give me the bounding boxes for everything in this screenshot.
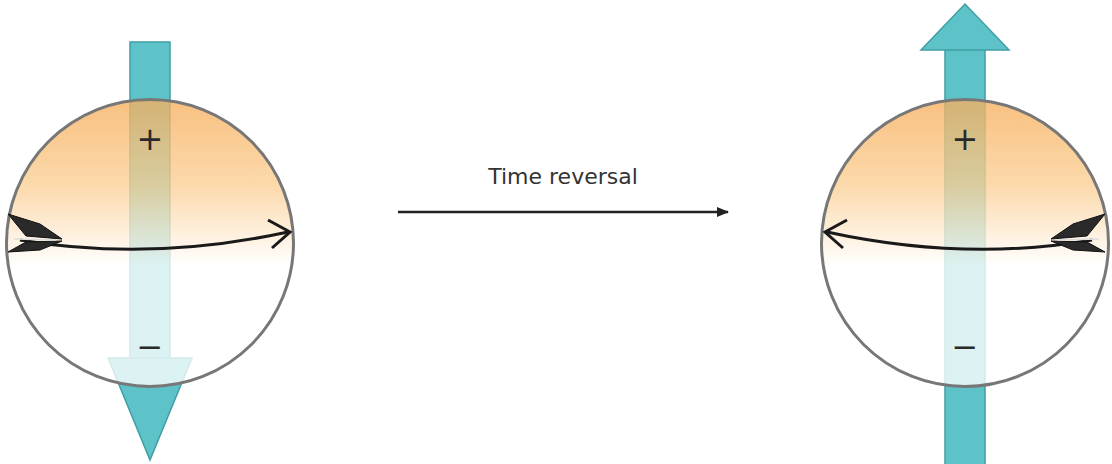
arrow-head xyxy=(825,220,847,248)
fletching-line xyxy=(1057,239,1099,240)
charge-sign: − xyxy=(952,331,979,363)
arrow-head xyxy=(921,4,1009,50)
charge-sign: − xyxy=(137,331,164,363)
sphere-circle xyxy=(822,100,1109,387)
fletching xyxy=(8,214,62,239)
charge-sign: + xyxy=(952,123,979,155)
rotation-arrow-left xyxy=(8,214,290,252)
fletching-line xyxy=(14,239,56,240)
charge-sign: + xyxy=(137,123,164,155)
arrow-label: Time reversal xyxy=(485,164,641,190)
arrow-head xyxy=(268,220,290,248)
rotation-arrow-right xyxy=(825,214,1105,252)
fletching xyxy=(1051,241,1105,252)
transform-arrow xyxy=(398,211,728,214)
fletching xyxy=(8,241,62,252)
sphere-circle xyxy=(7,100,294,387)
fletching xyxy=(1051,214,1105,239)
